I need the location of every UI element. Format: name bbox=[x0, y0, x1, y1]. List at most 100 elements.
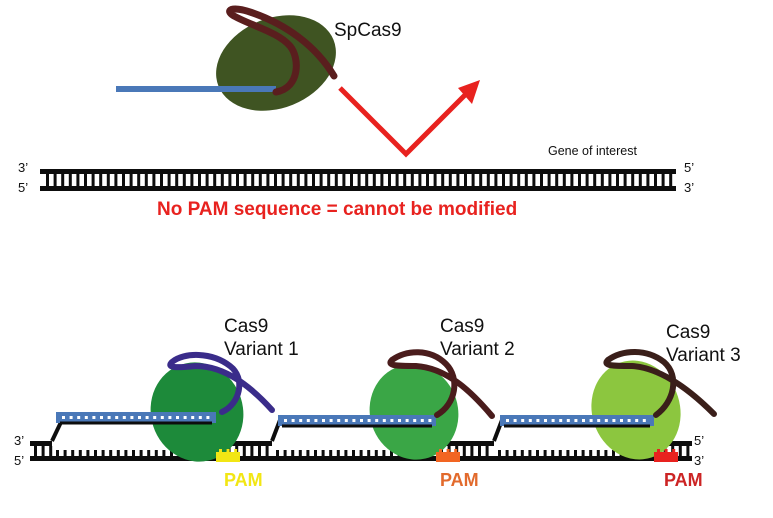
rna-base-mark bbox=[612, 419, 616, 422]
rna-base-mark bbox=[130, 416, 134, 419]
dna-rung bbox=[433, 174, 437, 186]
dna-rung bbox=[76, 174, 80, 186]
rna-base-mark bbox=[344, 419, 348, 422]
variant-1-hairpin-loop bbox=[167, 351, 275, 415]
dna-rung bbox=[462, 446, 466, 456]
dna-rung bbox=[137, 174, 141, 186]
rna-base-mark bbox=[635, 419, 639, 422]
dna-rung bbox=[418, 174, 422, 186]
dna-rung bbox=[372, 174, 376, 186]
rna-base-mark bbox=[284, 419, 287, 422]
dna-rung bbox=[296, 174, 300, 186]
dna-stub bbox=[291, 450, 295, 456]
dna-rungs bbox=[46, 174, 673, 186]
dna-rung bbox=[616, 174, 619, 186]
dna-stub bbox=[154, 450, 158, 456]
top-panel bbox=[40, 5, 676, 191]
dna-stub bbox=[551, 450, 555, 456]
arrow-head bbox=[458, 80, 480, 104]
dna-stub bbox=[390, 450, 393, 456]
dna-rung bbox=[281, 174, 285, 186]
variant-1-label-line1: Cas9 bbox=[224, 316, 269, 337]
variant-3-enzyme bbox=[492, 349, 717, 462]
dna-rung bbox=[678, 446, 682, 456]
dna-stub bbox=[170, 450, 173, 456]
rna-base-mark bbox=[115, 416, 119, 419]
dna-stub bbox=[367, 450, 371, 456]
rna-base-mark bbox=[314, 419, 318, 422]
dna-rung bbox=[327, 174, 331, 186]
dna-rung bbox=[593, 174, 597, 186]
rna-base-mark bbox=[367, 419, 371, 422]
rna-base-mark bbox=[360, 419, 363, 422]
rna-base-mark bbox=[306, 419, 310, 422]
top-left-3prime: 3’ bbox=[18, 160, 29, 175]
dna-stub bbox=[329, 450, 333, 456]
dna-rung bbox=[41, 446, 45, 456]
dna-stub bbox=[336, 450, 340, 456]
dna-rung bbox=[144, 174, 148, 186]
dna-rung bbox=[555, 174, 559, 186]
rna-base-mark bbox=[390, 419, 394, 422]
dna-rung bbox=[585, 174, 589, 186]
rna-base-mark bbox=[160, 416, 164, 419]
dna-rung bbox=[631, 174, 635, 186]
rna-base-mark bbox=[589, 419, 593, 422]
dna-rung bbox=[661, 174, 665, 186]
rna-base-mark bbox=[352, 419, 356, 422]
dna-rung bbox=[532, 174, 536, 186]
dna-rung bbox=[319, 174, 323, 186]
top-right-3prime: 3’ bbox=[684, 180, 695, 195]
rna-base-mark bbox=[597, 419, 601, 422]
dna-stub bbox=[298, 450, 302, 456]
pam-rung bbox=[672, 449, 676, 454]
dna-stub bbox=[139, 450, 143, 456]
dna-stub bbox=[604, 450, 608, 456]
arrow-shaft bbox=[338, 86, 470, 158]
rna-base-mark bbox=[544, 419, 547, 422]
dna-stub bbox=[94, 450, 97, 456]
top-right-5prime: 5’ bbox=[684, 160, 695, 175]
dna-rung bbox=[485, 446, 489, 456]
rna-base-mark bbox=[183, 416, 187, 419]
dna-rung bbox=[213, 174, 217, 186]
dna-stub bbox=[162, 450, 166, 456]
rna-base-mark bbox=[176, 416, 179, 419]
dna-rung bbox=[289, 174, 293, 186]
variant-1-label-line2: Variant 1 bbox=[224, 339, 299, 360]
variant-2-guide-rna bbox=[278, 415, 436, 426]
target-dna-strand bbox=[30, 441, 692, 461]
dna-stub bbox=[56, 450, 59, 456]
rna-base-mark bbox=[582, 419, 585, 422]
dna-stub bbox=[574, 450, 577, 456]
dna-rung bbox=[464, 174, 467, 186]
rna-base-mark bbox=[420, 419, 424, 422]
rna-base-mark bbox=[428, 419, 432, 422]
dna-top-backbone-segment bbox=[216, 441, 272, 446]
dna-rung bbox=[129, 174, 133, 186]
rna-base-mark bbox=[574, 419, 578, 422]
bottom-panel bbox=[30, 349, 717, 462]
dna-rung bbox=[122, 174, 125, 186]
dna-stub bbox=[306, 450, 310, 456]
dna-rung bbox=[228, 174, 232, 186]
variant-2-body bbox=[369, 364, 459, 460]
dna-rung bbox=[258, 446, 261, 456]
variant-1-guide-rna bbox=[56, 412, 216, 423]
dna-rung bbox=[608, 174, 612, 186]
dna-stub bbox=[589, 450, 593, 456]
variant-2-pam-label: PAM bbox=[440, 470, 479, 490]
rna-base-mark bbox=[322, 419, 325, 422]
rna-base-mark bbox=[375, 419, 379, 422]
dna-rung bbox=[470, 446, 474, 456]
rna-base-mark bbox=[198, 416, 202, 419]
spcas9-label: SpCas9 bbox=[334, 20, 402, 41]
dna-rung bbox=[175, 174, 179, 186]
dna-rung bbox=[243, 174, 247, 186]
dna-rung bbox=[258, 174, 262, 186]
dna-top-backbone-segment bbox=[436, 441, 494, 446]
dna-rung bbox=[84, 174, 87, 186]
rna-base-mark bbox=[153, 416, 157, 419]
dna-rung bbox=[654, 174, 657, 186]
